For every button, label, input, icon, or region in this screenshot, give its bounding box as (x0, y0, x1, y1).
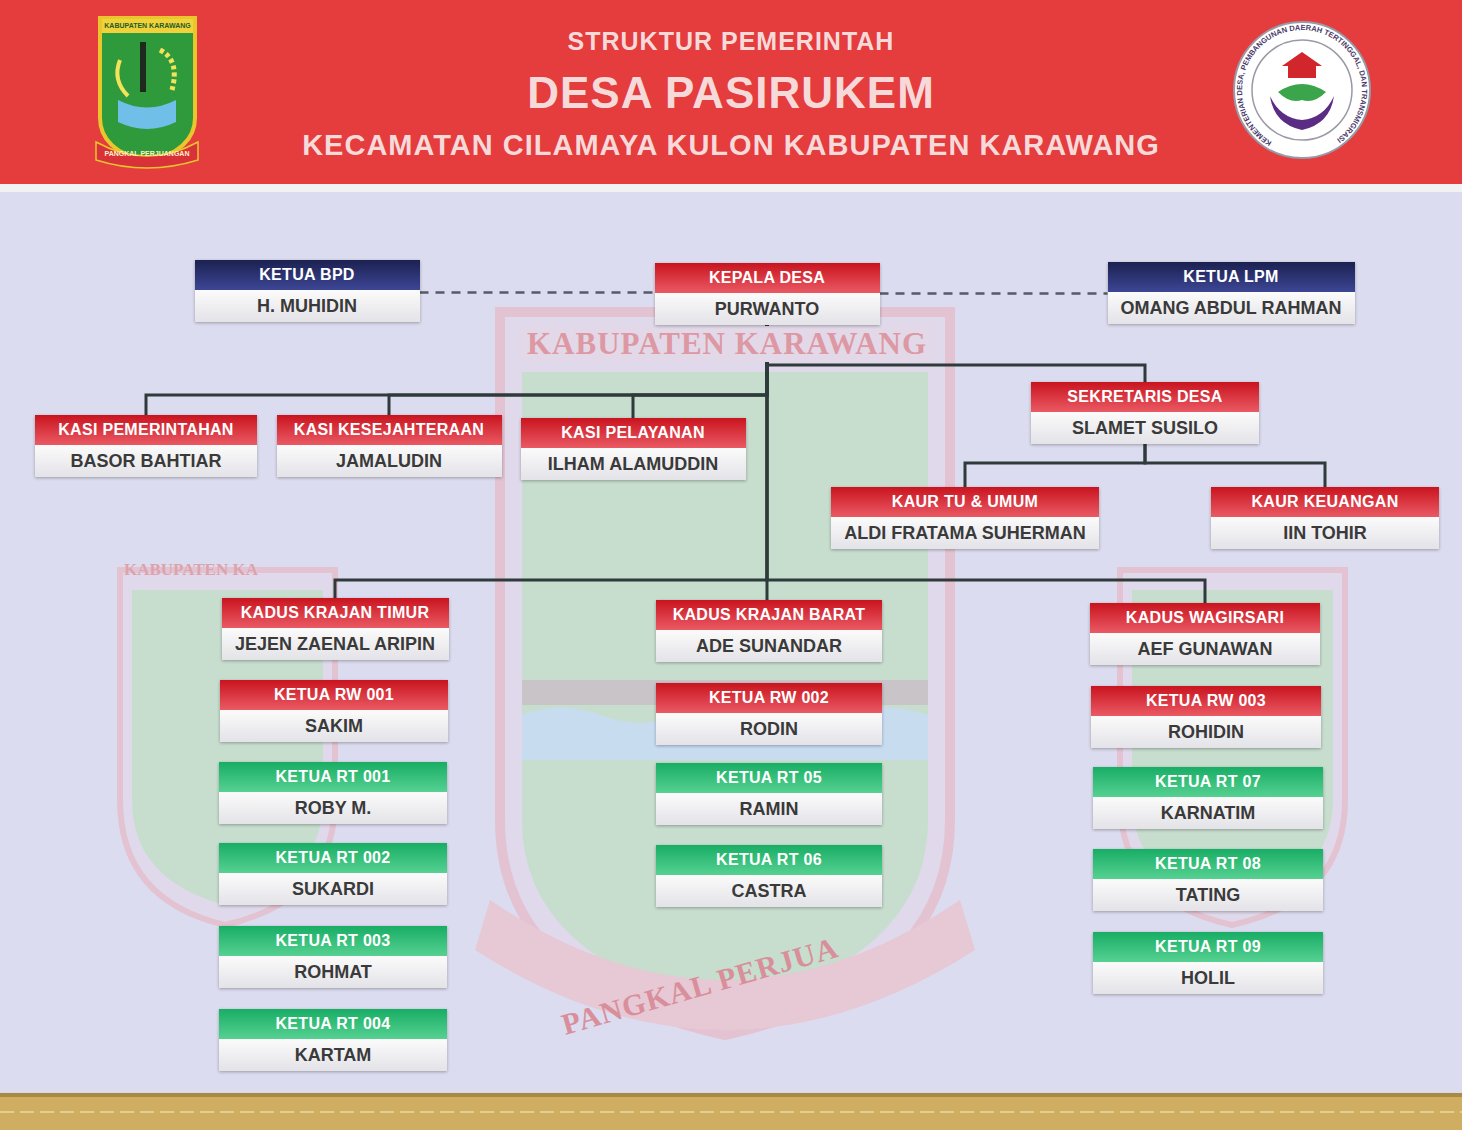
position-title: SEKRETARIS DESA (1031, 382, 1259, 412)
org-box: KETUA RT 004KARTAM (219, 1009, 447, 1071)
logo-text: PANGKAL PERJUANGAN (96, 149, 198, 159)
position-title: KETUA RT 07 (1093, 767, 1323, 797)
person-name: TATING (1093, 879, 1323, 911)
logo-text: KABUPATEN KARAWANG (102, 20, 193, 32)
person-name: OMANG ABDUL RAHMAN (1108, 292, 1355, 324)
person-name: HOLIL (1093, 962, 1323, 994)
position-title: KETUA RT 003 (219, 926, 447, 956)
position-title: KASI KESEJAHTERAAN (277, 415, 502, 445)
person-name: KARTAM (219, 1039, 447, 1071)
org-box: KAUR KEUANGANIIN TOHIR (1211, 487, 1439, 549)
person-name: BASOR BAHTIAR (35, 445, 257, 477)
org-box: KETUA RT 05RAMIN (656, 763, 882, 825)
person-name: SLAMET SUSILO (1031, 412, 1259, 444)
org-box: KASI KESEJAHTERAANJAMALUDIN (277, 415, 502, 477)
person-name: SUKARDI (219, 873, 447, 905)
position-title: KETUA RT 06 (656, 845, 882, 875)
position-title: KASI PELAYANAN (521, 418, 746, 448)
org-box: KAUR TU & UMUMALDI FRATAMA SUHERMAN (831, 487, 1099, 549)
position-title: KETUA RT 001 (219, 762, 447, 792)
org-box: KADUS KRAJAN BARATADE SUNANDAR (656, 600, 882, 662)
position-title: KETUA RT 002 (219, 843, 447, 873)
org-box: KETUA RT 06CASTRA (656, 845, 882, 907)
position-title: KETUA RT 09 (1093, 932, 1323, 962)
person-name: PURWANTO (655, 293, 880, 325)
connector-line (1145, 444, 1325, 487)
org-box: KETUA BPDH. MUHIDIN (195, 260, 420, 322)
person-name: IIN TOHIR (1211, 517, 1439, 549)
person-name: H. MUHIDIN (195, 290, 420, 322)
org-box: KETUA RW 003ROHIDIN (1091, 686, 1321, 748)
position-title: KETUA RT 004 (219, 1009, 447, 1039)
subtitle-text: STRUKTUR PEMERINTAH (0, 27, 1462, 56)
watermark-text: KABUPATEN KA (124, 560, 258, 580)
position-title: KADUS KRAJAN BARAT (656, 600, 882, 630)
position-title: KADUS WAGIRSARI (1090, 603, 1320, 633)
watermark-text: PANGKAL PERJUA (558, 929, 843, 1042)
person-name: ROHIDIN (1091, 716, 1321, 748)
position-title: KETUA BPD (195, 260, 420, 290)
connector-line (880, 292, 1108, 295)
person-name: ILHAM ALAMUDDIN (521, 448, 746, 480)
org-box: KETUA RT 002SUKARDI (219, 843, 447, 905)
position-title: KADUS KRAJAN TIMUR (222, 598, 449, 628)
org-box: KETUA RT 08TATING (1093, 849, 1323, 911)
org-box: KASI PELAYANANILHAM ALAMUDDIN (521, 418, 746, 480)
person-name: CASTRA (656, 875, 882, 907)
person-name: ALDI FRATAMA SUHERMAN (831, 517, 1099, 549)
position-title: KETUA RW 003 (1091, 686, 1321, 716)
position-title: KEPALA DESA (655, 263, 880, 293)
person-name: JAMALUDIN (277, 445, 502, 477)
connector-line (767, 325, 1205, 603)
org-box: KETUA RT 09HOLIL (1093, 932, 1323, 994)
position-title: KETUA LPM (1108, 262, 1355, 292)
org-box: KADUS WAGIRSARIAEF GUNAWAN (1090, 603, 1320, 665)
person-name: ADE SUNANDAR (656, 630, 882, 662)
position-title: KETUA RW 001 (220, 680, 448, 710)
org-box: KETUA RT 07KARNATIM (1093, 767, 1323, 829)
org-box: KADUS KRAJAN TIMURJEJEN ZAENAL ARIPIN (222, 598, 449, 660)
org-box: KETUA RW 001SAKIM (220, 680, 448, 742)
org-box: KETUA RW 002RODIN (656, 683, 882, 745)
connector-line (965, 444, 1145, 487)
person-name: AEF GUNAWAN (1090, 633, 1320, 665)
person-name: RAMIN (656, 793, 882, 825)
logo-ring-text: KEMENTERIAN DESA, PEMBANGUNAN DAERAH TER… (1235, 23, 1369, 148)
org-box: KETUA RT 001ROBY M. (219, 762, 447, 824)
logo-ring-text: KEMENTERIAN DESA, PEMBANGUNAN DAERAH TER… (1235, 23, 1369, 148)
connector-line (420, 291, 655, 294)
person-name: SAKIM (220, 710, 448, 742)
subtitle-text: KECAMATAN CILAMAYA KULON KABUPATEN KARAW… (0, 129, 1462, 162)
position-title: KAUR TU & UMUM (831, 487, 1099, 517)
person-name: JEJEN ZAENAL ARIPIN (222, 628, 449, 660)
position-title: KETUA RW 002 (656, 683, 882, 713)
org-box: SEKRETARIS DESASLAMET SUSILO (1031, 382, 1259, 444)
org-box: KASI PEMERINTAHANBASOR BAHTIAR (35, 415, 257, 477)
org-box: KETUA LPMOMANG ABDUL RAHMAN (1108, 262, 1355, 324)
org-box: KEPALA DESAPURWANTO (655, 263, 880, 325)
person-name: ROBY M. (219, 792, 447, 824)
title-text: DESA PASIRUKEM (0, 68, 1462, 118)
person-name: RODIN (656, 713, 882, 745)
person-name: ROHMAT (219, 956, 447, 988)
ring-path (1242, 30, 1362, 142)
position-title: KASI PEMERINTAHAN (35, 415, 257, 445)
person-name: KARNATIM (1093, 797, 1323, 829)
org-box: KETUA RT 003ROHMAT (219, 926, 447, 988)
position-title: KAUR KEUANGAN (1211, 487, 1439, 517)
watermark-text: KABUPATEN KARAWANG (521, 326, 933, 362)
position-title: KETUA RT 08 (1093, 849, 1323, 879)
position-title: KETUA RT 05 (656, 763, 882, 793)
